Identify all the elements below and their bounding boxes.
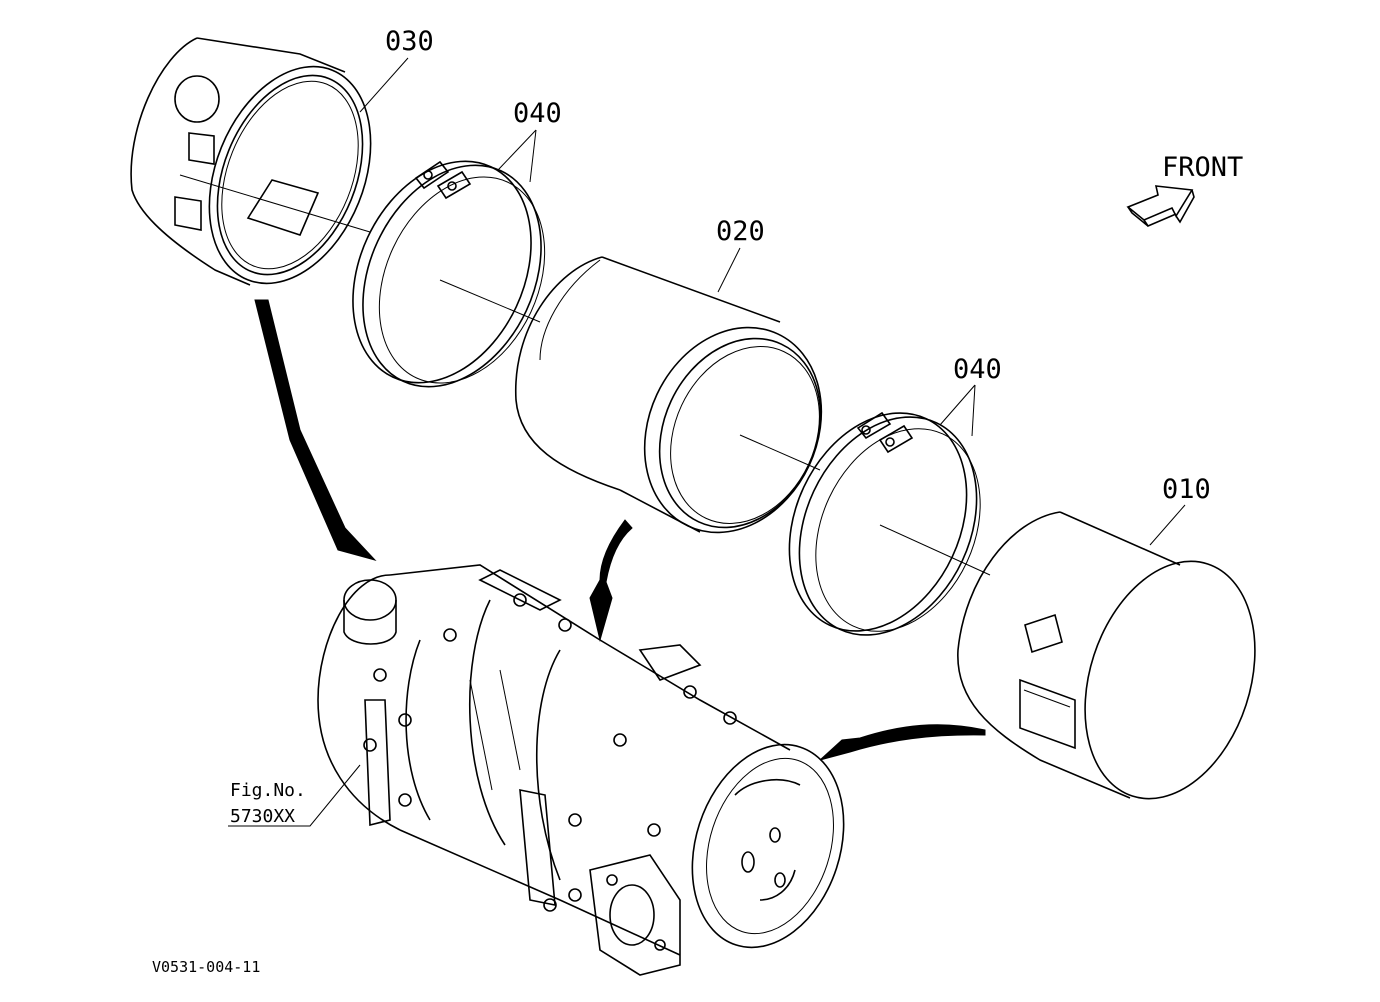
part-020-canister bbox=[515, 256, 823, 534]
part-040-clamp-top bbox=[352, 160, 546, 388]
label-part-020: 020 bbox=[716, 216, 765, 247]
front-arrow-icon bbox=[1126, 185, 1195, 227]
label-part-010: 010 bbox=[1162, 474, 1211, 505]
assembled-dpf-unit bbox=[317, 564, 845, 976]
label-part-030: 030 bbox=[385, 26, 434, 57]
leader-lines bbox=[228, 57, 1186, 827]
label-front: FRONT bbox=[1162, 152, 1243, 183]
curved-arrow-icon bbox=[254, 299, 986, 761]
label-drawing-code: V0531-004-11 bbox=[152, 958, 260, 976]
part-010-rear-cover bbox=[957, 511, 1256, 800]
part-040-clamp-bottom bbox=[788, 411, 991, 636]
label-part-040-top: 040 bbox=[513, 98, 562, 129]
part-030-cover bbox=[130, 37, 372, 286]
label-fig-ref: 5730XX bbox=[230, 806, 295, 827]
label-part-040-bottom: 040 bbox=[953, 354, 1002, 385]
label-fig-no: Fig.No. bbox=[230, 780, 306, 801]
